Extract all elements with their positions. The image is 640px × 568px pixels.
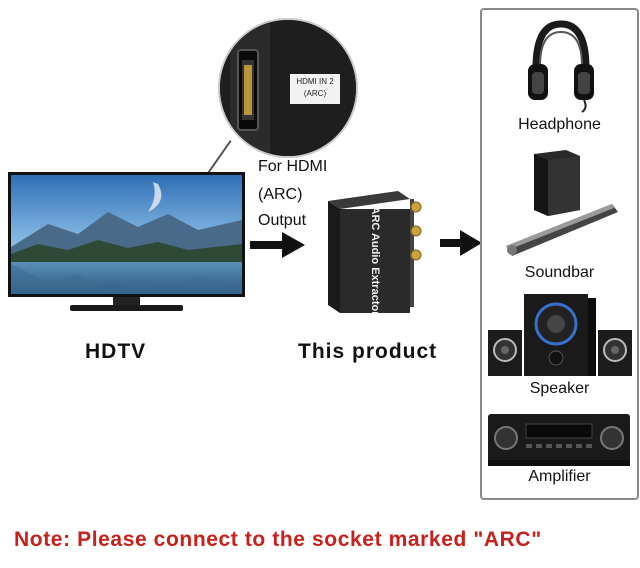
arc-audio-extractor-image: ARC Audio Extractor xyxy=(318,185,428,316)
arc-socket-note: Note: Please connect to the socket marke… xyxy=(14,528,542,551)
hdmi-port-closeup: HDMI IN 2 (ARC) xyxy=(218,18,358,158)
hdtv-label: HDTV xyxy=(85,340,147,363)
product-text-area: ARC Audio Extractor xyxy=(342,207,408,316)
device-label-headphone: Headphone xyxy=(518,116,601,133)
product-device-text: ARC Audio Extractor xyxy=(369,206,381,316)
speaker-icon xyxy=(488,294,632,376)
connection-text-line3: Output xyxy=(258,212,307,229)
headphone-icon xyxy=(528,20,594,113)
port-label-line2: (ARC) xyxy=(303,89,327,98)
device-label-speaker: Speaker xyxy=(529,380,590,397)
arrow-right-icon xyxy=(440,230,482,256)
zoom-pointer-line xyxy=(207,140,232,174)
output-devices-panel: Headphone Soundbar Speaker xyxy=(480,8,639,500)
port-label-line1: HDMI IN 2 xyxy=(296,77,334,86)
device-label-amplifier: Amplifier xyxy=(528,468,591,485)
this-product-label: This product xyxy=(298,340,438,363)
soundbar-icon xyxy=(506,150,618,256)
connection-text-line2: (ARC) xyxy=(258,186,303,203)
connection-text-line1: For HDMI xyxy=(258,158,328,175)
hdtv-image xyxy=(8,172,245,314)
arrow-right-icon xyxy=(250,232,305,258)
device-label-soundbar: Soundbar xyxy=(524,264,595,281)
amplifier-icon xyxy=(488,414,630,466)
port-label: HDMI IN 2 (ARC) xyxy=(290,76,340,100)
